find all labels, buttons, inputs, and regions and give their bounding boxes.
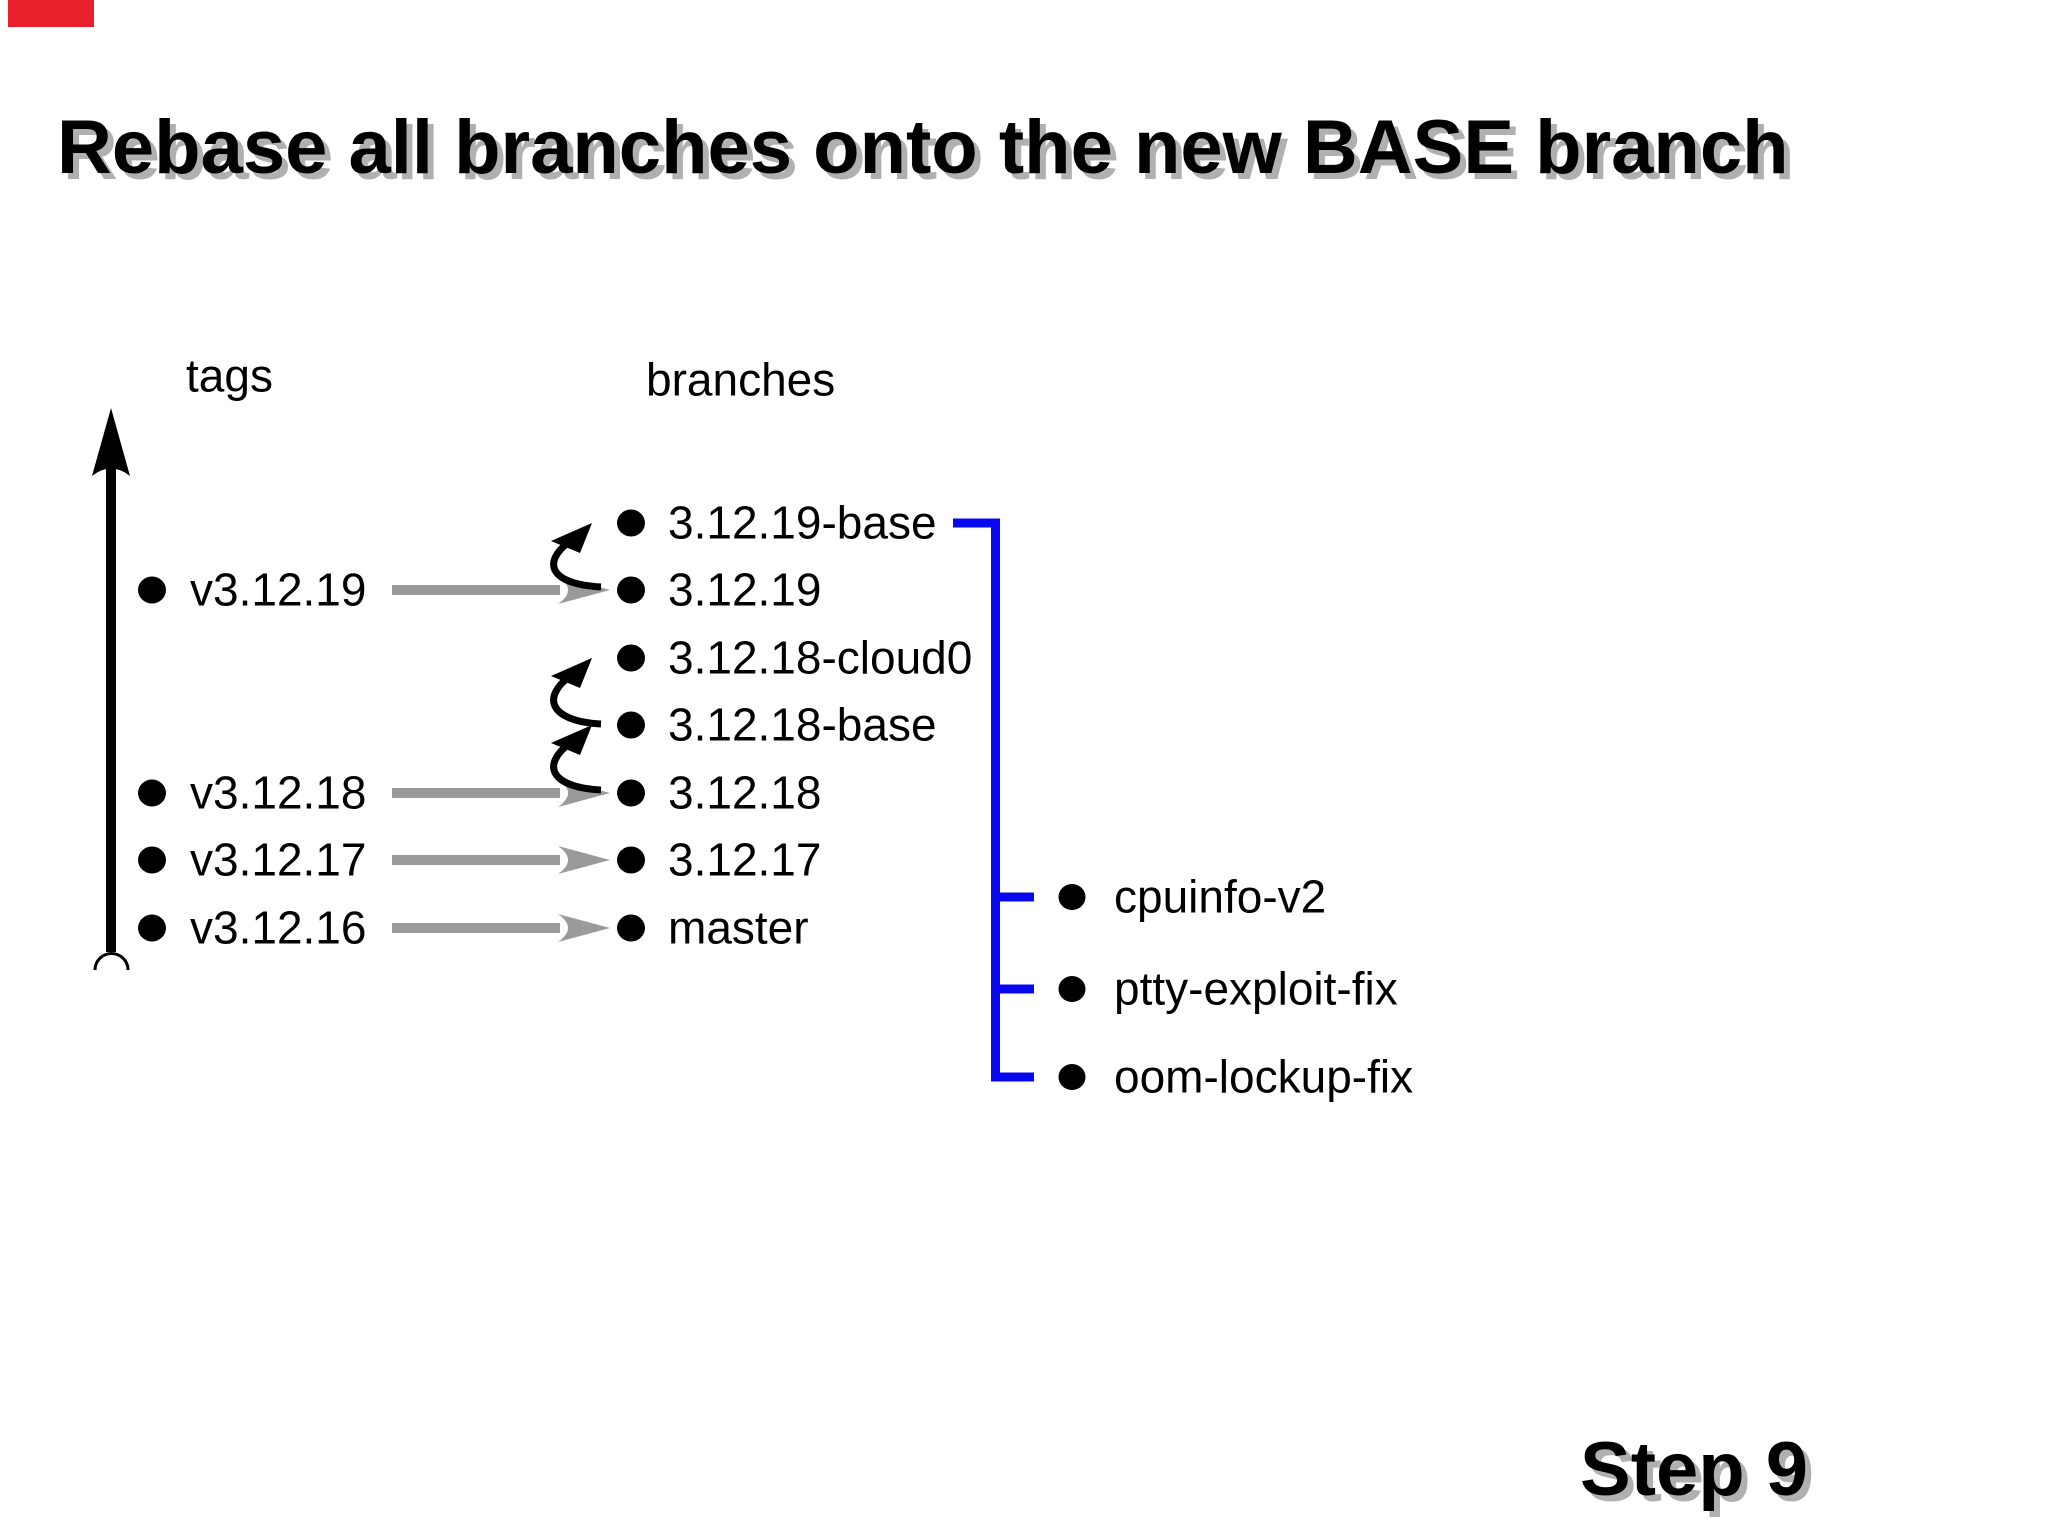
topic-label-cpuinfo-v2: cpuinfo-v2 [1114, 870, 1327, 923]
branch-dot-icon [617, 846, 645, 874]
branch-label-3.12.17: 3.12.17 [668, 833, 822, 886]
tag-dot-icon [138, 914, 166, 942]
branch-label-3.12.18-base: 3.12.18-base [668, 698, 937, 751]
topic-label-oom-lockup-fix: oom-lockup-fix [1114, 1050, 1414, 1103]
branch-label-3.12.18-cloud0: 3.12.18-cloud0 [668, 631, 973, 684]
topic-dot-icon [1058, 976, 1086, 1002]
tag-label-v3.12.18: v3.12.18 [190, 766, 367, 819]
topic-label-ptty-exploit-fix: ptty-exploit-fix [1114, 962, 1398, 1015]
rebase-arrow-3.12.19-to-base [550, 523, 602, 591]
timeline-arrow [92, 408, 130, 971]
branch-dot-icon [617, 914, 645, 942]
branch-dot-icon [617, 779, 645, 807]
rebase-curve-arrows [550, 523, 602, 794]
tag-arrow-v3.12.16 [392, 914, 610, 942]
branch-dot-icon [617, 576, 645, 604]
topic-commit-dots [1058, 884, 1086, 1090]
timeline-arrowhead-icon [92, 408, 130, 476]
topic-dot-icon [1058, 884, 1086, 910]
tag-to-branch-arrows [392, 576, 610, 942]
tag-dot-icon [138, 846, 166, 874]
tag-commit-dots [138, 576, 166, 942]
red-marker-bar [8, 0, 94, 27]
branch-label-3.12.18: 3.12.18 [668, 766, 822, 819]
tag-label-v3.12.17: v3.12.17 [190, 833, 367, 886]
step-indicator: Step 9 [1580, 1427, 1809, 1512]
branch-commit-dots [617, 509, 645, 942]
branch-label-3.12.19: 3.12.19 [668, 563, 822, 616]
branches-column-header: branches [646, 353, 836, 406]
rebase-arrow-3.12.18-base-to-cloud0 [550, 658, 602, 728]
tags-column-header: tags [186, 349, 273, 402]
topic-dot-icon [1058, 1064, 1086, 1090]
rebase-arrow-3.12.18-to-base [550, 725, 602, 794]
branch-dot-icon [617, 711, 645, 739]
tag-label-v3.12.16: v3.12.16 [190, 901, 367, 954]
page-title: Rebase all branches onto the new BASE br… [57, 105, 1789, 190]
tag-dot-icon [138, 779, 166, 807]
base-branch-bracket [953, 518, 1034, 1082]
tag-arrow-v3.12.17 [392, 846, 610, 874]
branch-label-master: master [668, 901, 809, 954]
tag-label-v3.12.19: v3.12.19 [190, 563, 367, 616]
timeline-origin-arc [93, 952, 130, 971]
branch-label-3.12.19-base: 3.12.19-base [668, 496, 937, 549]
branch-dot-icon [617, 509, 645, 537]
tag-dot-icon [138, 576, 166, 604]
tag-arrow-v3.12.19 [392, 576, 610, 604]
branch-dot-icon [617, 644, 645, 672]
